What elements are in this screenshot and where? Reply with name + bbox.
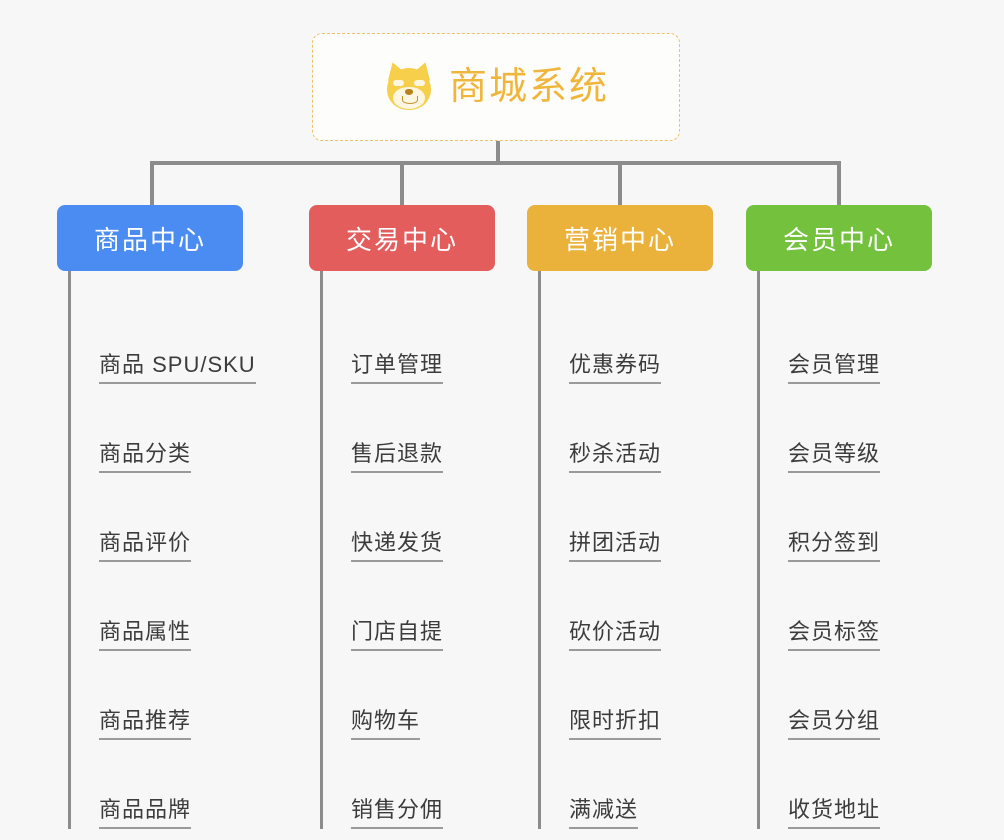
leaf-label: 满减送 — [569, 798, 639, 829]
leaf-label: 商品属性 — [99, 620, 192, 651]
branch-header-product-center[interactable]: 商品中心 — [57, 205, 243, 271]
leaf-label: 收货地址 — [788, 798, 881, 829]
list-item[interactable]: 限时折扣 — [541, 651, 713, 740]
leaf-label: 销售分佣 — [351, 798, 444, 829]
leaf-label: 购物车 — [351, 709, 421, 740]
list-item[interactable]: 快递发货 — [323, 473, 495, 562]
leaf-label: 限时折扣 — [569, 709, 662, 740]
connector-drop-2 — [400, 161, 404, 205]
list-item[interactable]: 商品推荐 — [71, 651, 243, 740]
shiba-left-eye — [392, 80, 404, 86]
connector-root-stem — [496, 141, 500, 164]
list-item[interactable]: 拼团活动 — [541, 473, 713, 562]
list-item[interactable]: 积分签到 — [760, 473, 932, 562]
leaf-label: 会员等级 — [788, 442, 881, 473]
shiba-right-eye — [413, 80, 425, 86]
root-node[interactable]: 商城系统 — [312, 33, 680, 141]
branch-header-trade-center[interactable]: 交易中心 — [309, 205, 495, 271]
list-item[interactable]: 商品品牌 — [71, 740, 243, 829]
connector-drop-1 — [150, 161, 154, 205]
leaf-label: 积分签到 — [788, 531, 881, 562]
connector-drop-4 — [837, 161, 841, 205]
branch-items-product-center: 商品 SPU/SKU 商品分类 商品评价 商品属性 商品推荐 商品品牌 — [68, 271, 256, 829]
list-item[interactable]: 砍价活动 — [541, 562, 713, 651]
leaf-label: 订单管理 — [351, 353, 444, 384]
list-item[interactable]: 商品属性 — [71, 562, 243, 651]
list-item[interactable]: 会员等级 — [760, 384, 932, 473]
branch-product-center: 商品中心 商品 SPU/SKU 商品分类 商品评价 商品属性 商品推荐 商品品牌 — [57, 205, 256, 829]
branch-header-member-center[interactable]: 会员中心 — [746, 205, 932, 271]
connector-horizontal-bus — [150, 161, 841, 165]
leaf-label: 会员管理 — [788, 353, 881, 384]
list-item[interactable]: 商品分类 — [71, 384, 243, 473]
branch-title: 商品中心 — [93, 224, 206, 255]
list-item[interactable]: 商品评价 — [71, 473, 243, 562]
list-item[interactable]: 收货地址 — [760, 740, 932, 829]
branch-marketing-center: 营销中心 优惠券码 秒杀活动 拼团活动 砍价活动 限时折扣 满减送 — [527, 205, 713, 829]
leaf-label: 商品分类 — [99, 442, 192, 473]
list-item[interactable]: 门店自提 — [323, 562, 495, 651]
leaf-label: 拼团活动 — [569, 531, 662, 562]
shiba-nose — [404, 89, 413, 95]
leaf-label: 会员标签 — [788, 620, 881, 651]
branch-items-trade-center: 订单管理 售后退款 快递发货 门店自提 购物车 销售分佣 — [320, 271, 495, 829]
list-item[interactable]: 会员管理 — [760, 295, 932, 384]
root-title: 商城系统 — [448, 66, 609, 108]
leaf-label: 会员分组 — [788, 709, 881, 740]
connector-drop-3 — [618, 161, 622, 205]
branch-header-marketing-center[interactable]: 营销中心 — [527, 205, 713, 271]
list-item[interactable]: 销售分佣 — [323, 740, 495, 829]
leaf-label: 商品品牌 — [99, 798, 192, 829]
leaf-label: 优惠券码 — [569, 353, 662, 384]
list-item[interactable]: 会员分组 — [760, 651, 932, 740]
leaf-label: 商品推荐 — [99, 709, 192, 740]
leaf-label: 快递发货 — [351, 531, 444, 562]
branch-trade-center: 交易中心 订单管理 售后退款 快递发货 门店自提 购物车 销售分佣 — [309, 205, 495, 829]
branch-items-member-center: 会员管理 会员等级 积分签到 会员标签 会员分组 收货地址 — [757, 271, 932, 829]
list-item[interactable]: 商品 SPU/SKU — [71, 295, 256, 384]
list-item[interactable]: 优惠券码 — [541, 295, 713, 384]
branch-title: 营销中心 — [563, 224, 676, 255]
shiba-mouth — [401, 96, 418, 104]
branch-items-marketing-center: 优惠券码 秒杀活动 拼团活动 砍价活动 限时折扣 满减送 — [538, 271, 713, 829]
list-item[interactable]: 购物车 — [323, 651, 495, 740]
list-item[interactable]: 秒杀活动 — [541, 384, 713, 473]
leaf-label: 门店自提 — [351, 620, 444, 651]
leaf-label: 秒杀活动 — [569, 442, 662, 473]
leaf-label: 售后退款 — [351, 442, 444, 473]
branch-title: 会员中心 — [782, 224, 895, 255]
list-item[interactable]: 会员标签 — [760, 562, 932, 651]
list-item[interactable]: 订单管理 — [323, 295, 495, 384]
shiba-dog-icon — [383, 59, 435, 113]
list-item[interactable]: 售后退款 — [323, 384, 495, 473]
list-item[interactable]: 满减送 — [541, 740, 713, 829]
leaf-label: 商品 SPU/SKU — [99, 353, 256, 384]
leaf-label: 砍价活动 — [569, 620, 662, 651]
leaf-label: 商品评价 — [99, 531, 192, 562]
branch-member-center: 会员中心 会员管理 会员等级 积分签到 会员标签 会员分组 收货地址 — [746, 205, 932, 829]
branch-title: 交易中心 — [345, 224, 458, 255]
